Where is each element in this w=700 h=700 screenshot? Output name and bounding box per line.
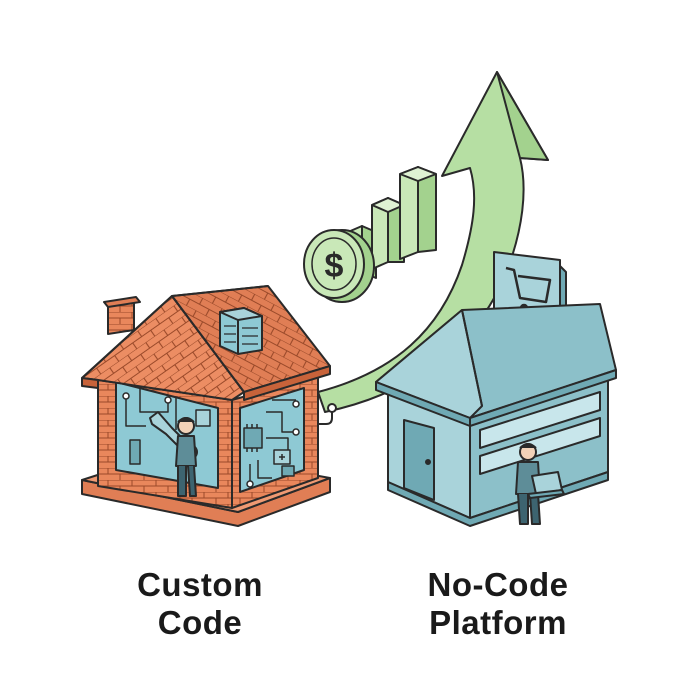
laptop-icon — [527, 471, 565, 499]
custom-code-house — [81, 285, 337, 527]
worker-figure — [175, 417, 197, 497]
dollar-coin-icon: $ — [303, 229, 375, 303]
no-code-label-line1: No-Code — [427, 566, 569, 603]
no-code-label: No-Code Platform — [388, 566, 608, 642]
no-code-house — [375, 251, 617, 527]
bar-chart-icon — [347, 166, 437, 279]
custom-code-label-line1: Custom — [137, 566, 263, 603]
currency-symbol: $ — [325, 247, 344, 285]
no-code-label-line2: Platform — [429, 604, 567, 641]
custom-code-label: Custom Code — [90, 566, 310, 642]
custom-code-label-line2: Code — [157, 604, 243, 641]
laptop-user-figure — [515, 443, 565, 525]
circuit-board-icon — [243, 399, 300, 488]
